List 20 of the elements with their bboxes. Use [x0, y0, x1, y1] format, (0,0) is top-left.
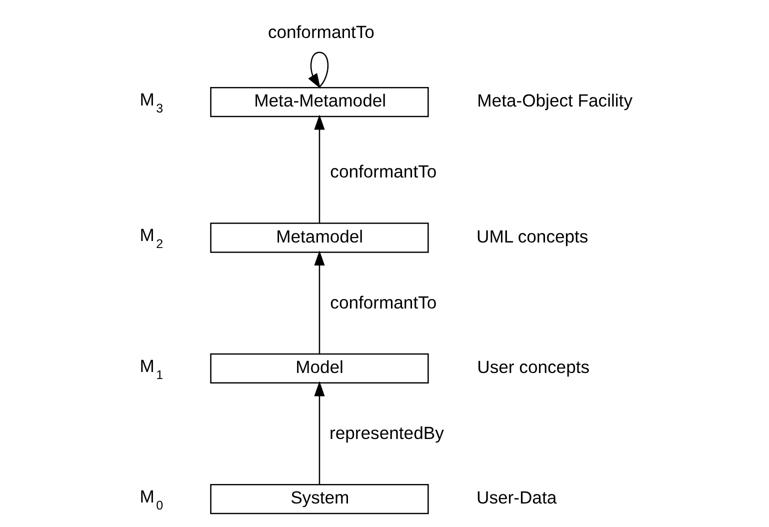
node-label: M$_{1}$	[140, 356, 164, 382]
node-label: User concepts	[477, 357, 590, 378]
node-box: Model	[210, 353, 429, 384]
node-label: M$_{2}$	[140, 225, 164, 252]
arrow	[314, 114, 325, 224]
node-label: M$_{3}$	[140, 89, 164, 116]
node-box: System	[210, 484, 429, 514]
edge-label: conformantTo	[268, 22, 374, 42]
node-label: User-Data	[476, 488, 557, 508]
node-box: Metamodel	[210, 222, 429, 253]
arrow	[314, 250, 325, 354]
node-label: M$_{0}$	[140, 486, 164, 512]
edge-label: conformantTo	[330, 292, 437, 312]
node-label: UML concepts	[476, 226, 588, 246]
arrow	[314, 381, 325, 485]
arrow	[308, 52, 329, 89]
node-label: Meta-Object Facility	[477, 90, 632, 111]
node-box: Meta-Metamodel	[210, 86, 429, 118]
edge-label: conformantTo	[330, 162, 437, 182]
edge-label: representedBy	[330, 423, 444, 444]
